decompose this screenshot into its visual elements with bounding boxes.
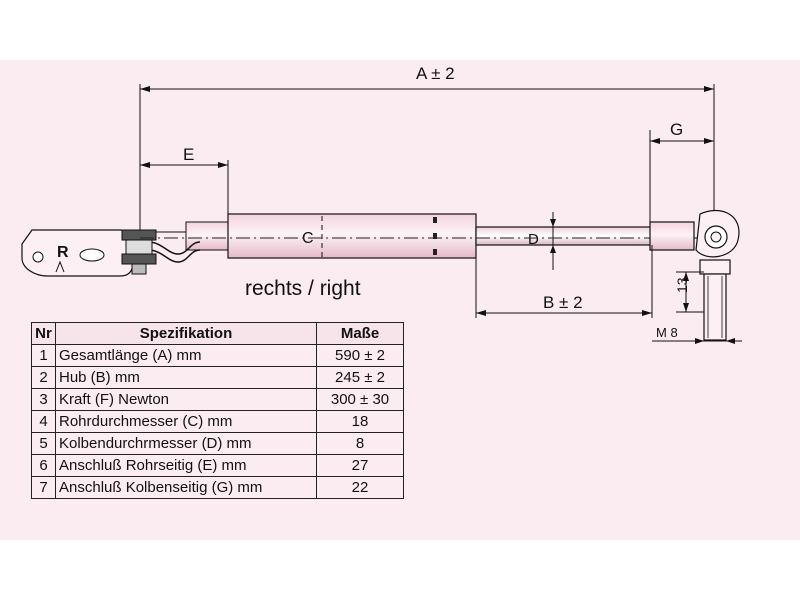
row-spec: Hub (B) mm (55, 366, 317, 389)
specification-table: Nr Spezifikation Maße 1 Gesamtlänge (A) … (31, 322, 404, 499)
row-nr: 3 (31, 388, 56, 411)
row-nr: 2 (31, 366, 56, 389)
table-row: 6 Anschluß Rohrseitig (E) mm 27 (31, 454, 404, 477)
row-spec: Anschluß Kolbenseitig (G) mm (55, 476, 317, 499)
row-value: 300 ± 30 (316, 388, 404, 411)
dim-thread-length-label: 13 (674, 277, 690, 293)
row-nr: 6 (31, 454, 56, 477)
row-spec: Kolbendurchrmesser (D) mm (55, 432, 317, 455)
table-row: 5 Kolbendurchrmesser (D) mm 8 (31, 432, 404, 455)
rod-end-fitting (147, 221, 231, 263)
row-spec: Rohrdurchmesser (C) mm (55, 410, 317, 433)
row-nr: 4 (31, 410, 56, 433)
table-row: 4 Rohrdurchmesser (C) mm 18 (31, 410, 404, 433)
dim-g-label: G (670, 120, 683, 139)
row-spec: Anschluß Rohrseitig (E) mm (55, 454, 317, 477)
label-c: C (302, 230, 314, 247)
header-value: Maße (316, 322, 404, 345)
table-row: 1 Gesamtlänge (A) mm 590 ± 2 (31, 344, 404, 367)
side-label: rechts / right (245, 277, 361, 300)
table-row: 3 Kraft (F) Newton 300 ± 30 (31, 388, 404, 411)
label-d: D (528, 231, 539, 248)
piston-rod: D (475, 212, 653, 270)
gas-spring-drawing: A ± 2 E G R C (21, 64, 742, 344)
dim-a-label: A ± 2 (416, 64, 455, 83)
dim-b-label: B ± 2 (543, 293, 583, 312)
tube-body: C (227, 213, 477, 259)
dimension-e: E (140, 145, 229, 214)
mount-r-label: R (57, 244, 69, 261)
row-value: 18 (316, 410, 404, 433)
row-nr: 1 (31, 344, 56, 367)
row-value: 22 (316, 476, 404, 499)
header-nr: Nr (31, 322, 56, 345)
dimension-a: A ± 2 (139, 64, 715, 240)
row-spec: Gesamtlänge (A) mm (55, 344, 317, 367)
row-value: 27 (316, 454, 404, 477)
header-spec: Spezifikation (55, 322, 317, 345)
table-row: 2 Hub (B) mm 245 ± 2 (31, 366, 404, 389)
row-value: 8 (316, 432, 404, 455)
drawing-sheet: A ± 2 E G R C (0, 60, 800, 540)
table-row: 7 Anschluß Kolbenseitig (G) mm 22 (31, 476, 404, 499)
row-spec: Kraft (F) Newton (55, 388, 317, 411)
eye-mount-left: R (21, 229, 157, 277)
row-value: 590 ± 2 (316, 344, 404, 367)
row-nr: 7 (31, 476, 56, 499)
dim-e-label: E (183, 145, 194, 164)
dim-thread-label: M 8 (656, 325, 678, 340)
table-header-row: Nr Spezifikation Maße (31, 322, 404, 345)
row-value: 245 ± 2 (316, 366, 404, 389)
dimension-b: B ± 2 (475, 245, 653, 318)
dimension-thread: 13 M 8 (652, 271, 742, 344)
dimension-g: G (649, 120, 714, 222)
row-nr: 5 (31, 432, 56, 455)
piston-end-fitting (649, 209, 740, 341)
